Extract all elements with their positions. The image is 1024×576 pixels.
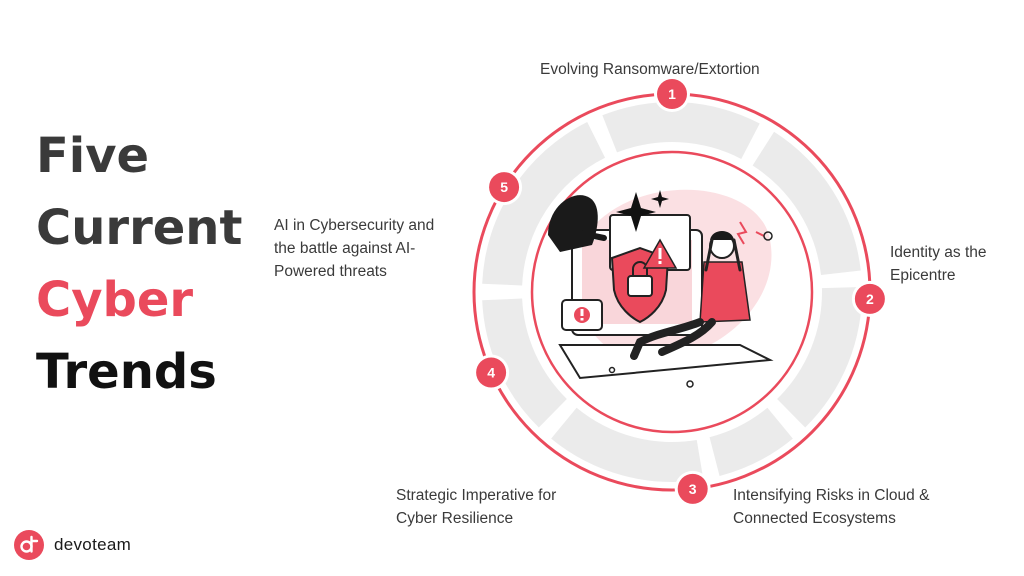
brand-name: devoteam	[54, 535, 132, 554]
wheel-segment-2	[752, 131, 861, 276]
decorative-dots-icon	[608, 231, 773, 388]
wheel-segment-6	[482, 298, 567, 428]
trend-label-3: Intensifying Risks in Cloud & Connected …	[733, 487, 930, 527]
trend-badge-number: 4	[487, 365, 495, 381]
wheel-segment-3	[777, 287, 862, 428]
stress-lines-icon	[736, 221, 765, 245]
error-alert-icon	[561, 299, 603, 331]
inner-ring	[530, 150, 814, 434]
page-title: Five Current Cyber Trends	[36, 120, 242, 408]
trend-label-5: AI in Cybersecurity and the battle again…	[274, 217, 435, 280]
cyber-attack-illustration	[548, 189, 774, 388]
trend-badge-2: 2	[851, 280, 888, 317]
wheel-segments	[482, 102, 862, 482]
brand-logo: devoteam	[14, 530, 131, 560]
trend-badge-4: 4	[473, 354, 510, 391]
trend-label-4: Strategic Imperative for Cyber Resilienc…	[396, 487, 557, 527]
trend-badge-3: 3	[674, 470, 711, 507]
trend-label-1: Evolving Ransomware/Extortion	[540, 61, 760, 78]
stressed-person-icon	[630, 231, 751, 360]
sparkle-icon	[616, 190, 669, 232]
wheel-segment-4	[709, 407, 793, 476]
trend-badge-1: 1	[654, 76, 690, 112]
trend-badge-number: 3	[689, 481, 697, 497]
trend-badge-number: 5	[500, 179, 508, 195]
trend-label-2: Identity as the Epicentre	[890, 244, 987, 284]
warning-icon	[642, 238, 678, 269]
title-line-trends: Trends	[36, 344, 217, 400]
trend-badge-number: 2	[866, 291, 874, 307]
wheel-segment-7	[482, 121, 606, 286]
title-line-current: Current	[36, 200, 243, 256]
devoteam-logo-icon	[14, 530, 44, 560]
title-line-cyber: Cyber	[36, 272, 194, 328]
wheel-segment-1	[602, 102, 760, 159]
title-line-five: Five	[36, 128, 150, 184]
hacker-figure-icon	[548, 195, 607, 252]
trend-badge-number: 1	[668, 86, 676, 102]
trend-badges: 1 2 3 4 5	[473, 76, 888, 507]
trend-badge-5: 5	[486, 169, 523, 206]
wheel-segment-5	[551, 407, 704, 482]
